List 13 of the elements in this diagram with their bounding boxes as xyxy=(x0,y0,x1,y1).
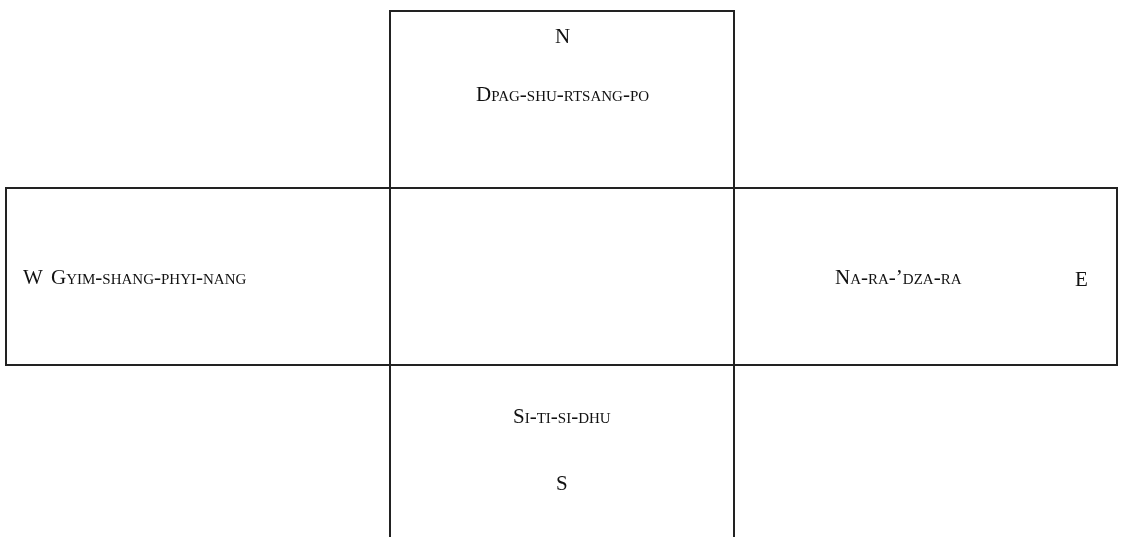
region-name: Gyim-shang-phyi-nang xyxy=(51,265,247,290)
compass-letter: S xyxy=(556,471,568,496)
region-box xyxy=(389,10,735,189)
region-name: Si-ti-si-dhu xyxy=(513,404,611,429)
compass-letter: W xyxy=(23,265,43,290)
region-box xyxy=(733,187,1118,366)
region-name: Na-ra-’dza-ra xyxy=(835,265,962,290)
region-box xyxy=(389,364,735,537)
region-name: Dpag-shu-rtsang-po xyxy=(476,82,650,107)
outline-box xyxy=(389,187,735,366)
compass-letter: N xyxy=(555,24,571,49)
compass-letter: E xyxy=(1075,267,1088,292)
region-box xyxy=(5,187,391,366)
